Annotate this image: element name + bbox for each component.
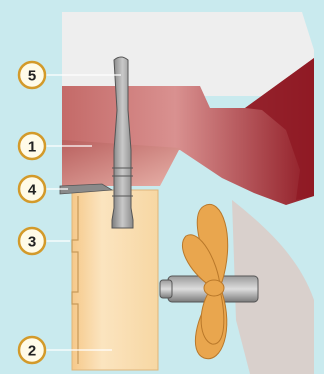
callout-1: 1: [19, 133, 45, 159]
propeller-cap: [160, 280, 172, 298]
callout-label: 2: [28, 343, 36, 360]
callout-label: 5: [28, 68, 36, 85]
callout-3: 3: [19, 228, 45, 254]
callout-label: 1: [28, 139, 36, 156]
upper-hull: [62, 12, 314, 96]
callout-label: 3: [28, 234, 36, 251]
callout-4: 4: [19, 176, 45, 202]
callout-label: 4: [28, 182, 37, 199]
callout-2: 2: [19, 337, 45, 363]
callout-5: 5: [19, 62, 45, 88]
